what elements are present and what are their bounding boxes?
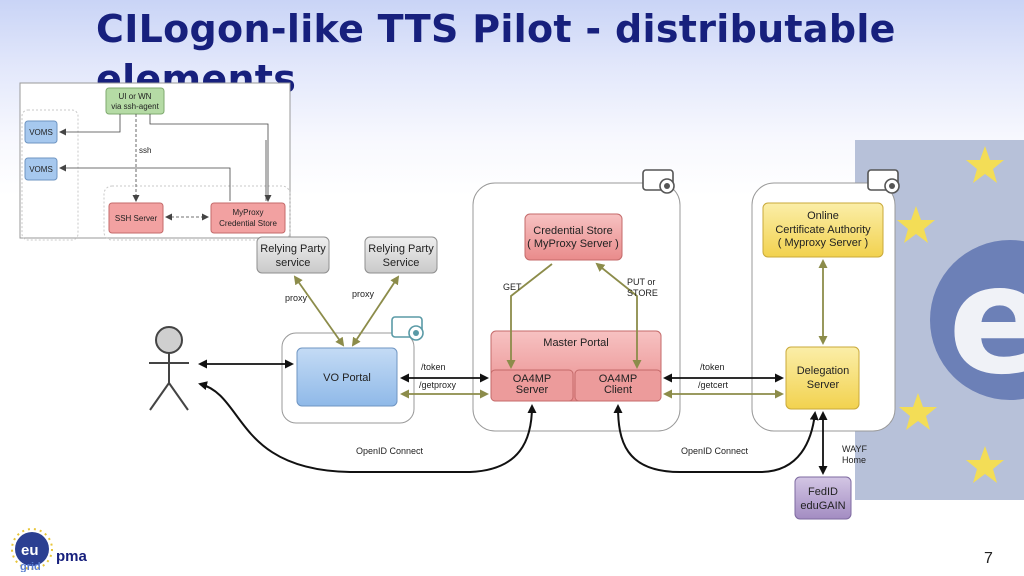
inset-voms-box-1: VOMS bbox=[24, 120, 58, 144]
edge-label-wayf: WAYF bbox=[842, 444, 867, 454]
edge-label-getproxy: /getproxy bbox=[419, 380, 457, 390]
svg-text:SSH Server: SSH Server bbox=[115, 214, 158, 223]
svg-text:VOMS: VOMS bbox=[29, 165, 53, 174]
svg-text:grid: grid bbox=[20, 561, 41, 572]
svg-text:Credential Store: Credential Store bbox=[533, 225, 613, 237]
edge-label-put-store-2: STORE bbox=[627, 288, 658, 298]
online-ca-box: Online Certificate Authority ( Myproxy S… bbox=[762, 202, 884, 258]
eu-flag-decoration: e bbox=[855, 140, 1024, 500]
svg-text:e: e bbox=[948, 234, 1024, 408]
relying-party-service-2: Relying Party Service bbox=[364, 236, 438, 274]
inset-voms-box-2: VOMS bbox=[24, 157, 58, 181]
svg-text:Certificate Authority: Certificate Authority bbox=[775, 224, 871, 236]
credential-store-box: Credential Store ( MyProxy Server ) bbox=[524, 213, 623, 261]
edge-label-openid-connect-2: OpenID Connect bbox=[681, 446, 749, 456]
vo-portal-box: VO Portal bbox=[296, 347, 398, 407]
edge-label-token: /token bbox=[421, 362, 446, 372]
svg-text:MyProxy: MyProxy bbox=[232, 208, 263, 217]
svg-text:Server: Server bbox=[516, 384, 549, 396]
diagram-arrows bbox=[198, 259, 828, 475]
inset-ui-wn-box: UI or WN via ssh-agent bbox=[105, 87, 165, 115]
svg-text:VOMS: VOMS bbox=[29, 128, 53, 137]
logo-text: pma bbox=[56, 548, 87, 565]
slide-title: CILogon-like TTS Pilot - distributable e… bbox=[96, 7, 896, 101]
fedid-edugain-box: FedID eduGAIN bbox=[794, 476, 852, 520]
delegation-server-box: Delegation Server bbox=[785, 346, 860, 410]
svg-text:eu: eu bbox=[21, 542, 39, 559]
inset-ssh-label: ssh bbox=[139, 146, 151, 155]
svg-text:Credential Store: Credential Store bbox=[219, 219, 277, 228]
svg-text:service: service bbox=[276, 257, 311, 269]
page-number: 7 bbox=[984, 550, 993, 567]
svg-text:eduGAIN: eduGAIN bbox=[800, 500, 845, 512]
edge-label-proxy-2: proxy bbox=[352, 289, 375, 299]
eugridpma-logo: eu grid bbox=[11, 528, 53, 572]
user-icon bbox=[149, 326, 189, 411]
svg-text:UI or WN: UI or WN bbox=[119, 92, 152, 101]
svg-text:via ssh-agent: via ssh-agent bbox=[111, 102, 159, 111]
svg-text:Online: Online bbox=[807, 210, 839, 222]
certificate-icon bbox=[391, 316, 424, 341]
edge-label-get: GET bbox=[503, 282, 522, 292]
svg-text:Relying Party: Relying Party bbox=[368, 243, 434, 255]
inset-diagram: UI or WN via ssh-agent VOMS VOMS SSH Ser… bbox=[19, 82, 291, 241]
svg-text:( MyProxy Server ): ( MyProxy Server ) bbox=[527, 238, 619, 250]
oa4mp-client-box: OA4MP Client bbox=[574, 369, 662, 402]
svg-text:Relying Party: Relying Party bbox=[260, 243, 326, 255]
svg-text:Server: Server bbox=[807, 379, 840, 391]
certificate-icon bbox=[867, 169, 900, 194]
svg-text:Service: Service bbox=[383, 257, 420, 269]
svg-text:VO Portal: VO Portal bbox=[323, 372, 371, 384]
svg-text:FedID: FedID bbox=[808, 486, 838, 498]
edge-label-home: Home bbox=[842, 455, 866, 465]
edge-label-put-store: PUT or bbox=[627, 277, 655, 287]
inset-ssh-server-box: SSH Server bbox=[108, 202, 164, 234]
svg-text:Master Portal: Master Portal bbox=[543, 337, 608, 349]
edge-label-openid-connect: OpenID Connect bbox=[356, 446, 424, 456]
svg-text:OA4MP: OA4MP bbox=[599, 373, 638, 385]
svg-text:Delegation: Delegation bbox=[797, 365, 850, 377]
inset-myproxy-box: MyProxy Credential Store bbox=[210, 202, 286, 234]
relying-party-service-1: Relying Party service bbox=[256, 236, 330, 274]
svg-text:Client: Client bbox=[604, 384, 632, 396]
oa4mp-server-box: OA4MP Server bbox=[490, 369, 574, 402]
edge-label-token-2: /token bbox=[700, 362, 725, 372]
edge-label-getcert: /getcert bbox=[698, 380, 729, 390]
certificate-icon bbox=[642, 169, 675, 194]
svg-text:( Myproxy Server ): ( Myproxy Server ) bbox=[778, 237, 868, 249]
edge-label-proxy-1: proxy bbox=[285, 293, 308, 303]
